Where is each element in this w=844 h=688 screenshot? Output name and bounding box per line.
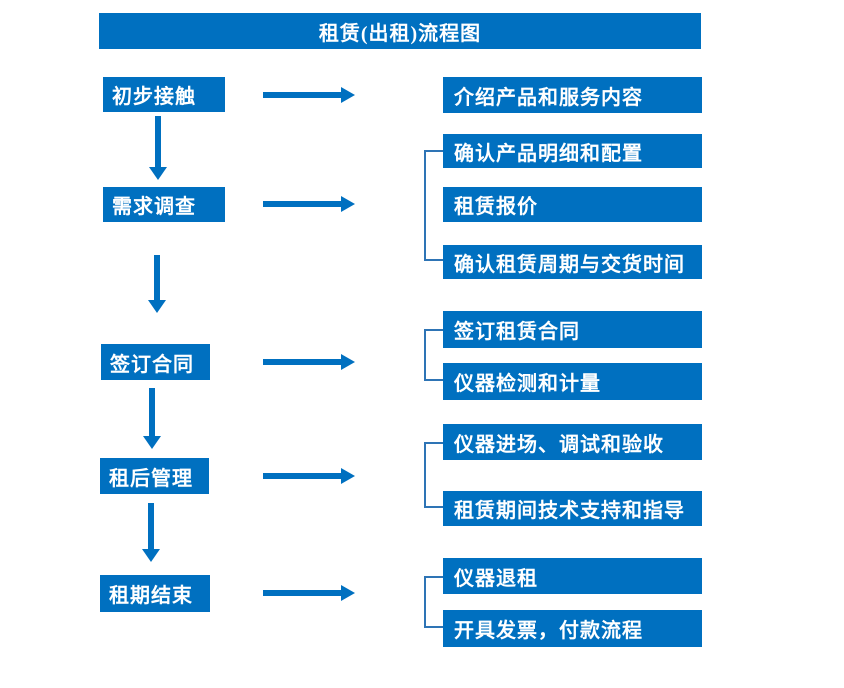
arrow-head <box>341 468 355 484</box>
arrow-right-icon <box>263 585 355 601</box>
arrow-right-icon <box>263 354 355 370</box>
arrow-shaft <box>263 92 342 98</box>
arrow-head <box>149 167 167 180</box>
arrow-head <box>341 585 355 601</box>
arrow-head <box>341 87 355 103</box>
output-box-rental-quotation: 租赁报价 <box>443 187 702 222</box>
arrow-head <box>148 300 166 313</box>
output-box-confirm-product-details: 确认产品明细和配置 <box>443 134 702 168</box>
arrow-shaft <box>263 201 342 207</box>
arrow-head <box>143 436 161 449</box>
arrow-right-icon <box>263 87 355 103</box>
stage-box-post-rental-management: 租后管理 <box>100 458 209 494</box>
arrow-down-icon <box>142 388 162 449</box>
arrow-right-icon <box>263 196 355 212</box>
arrow-shaft <box>148 503 154 549</box>
stage-box-demand-survey: 需求调查 <box>103 187 225 222</box>
arrow-down-icon <box>141 503 161 562</box>
arrow-shaft <box>149 388 155 436</box>
arrow-down-icon <box>147 255 167 313</box>
bracket-connector <box>424 150 443 261</box>
arrow-shaft <box>263 359 342 365</box>
output-box-instrument-testing-metering: 仪器检测和计量 <box>443 363 702 400</box>
bracket-connector <box>424 329 443 381</box>
arrow-shaft <box>263 590 342 596</box>
bracket-connector <box>424 442 443 508</box>
arrow-right-icon <box>263 468 355 484</box>
output-box-confirm-rental-period-delivery: 确认租赁周期与交货时间 <box>443 245 702 279</box>
output-box-technical-support-guidance: 租赁期间技术支持和指导 <box>443 491 702 526</box>
bracket-connector <box>424 576 443 628</box>
output-box-invoice-payment-process: 开具发票，付款流程 <box>443 610 702 647</box>
arrow-shaft <box>155 116 161 167</box>
stage-box-rental-end: 租期结束 <box>100 575 210 612</box>
stage-box-sign-contract: 签订合同 <box>101 344 210 380</box>
arrow-head <box>142 549 160 562</box>
output-box-sign-rental-contract: 签订租赁合同 <box>443 311 702 348</box>
output-box-instrument-return: 仪器退租 <box>443 558 702 594</box>
arrow-down-icon <box>148 116 168 180</box>
output-box-instrument-entry-debug-acceptance: 仪器进场、调试和验收 <box>443 424 702 460</box>
output-box-introduce-products-services: 介绍产品和服务内容 <box>443 77 702 113</box>
arrow-shaft <box>263 473 342 479</box>
diagram-title: 租赁(出租)流程图 <box>99 13 701 49</box>
arrow-head <box>341 196 355 212</box>
arrow-head <box>341 354 355 370</box>
arrow-shaft <box>154 255 160 300</box>
stage-box-initial-contact: 初步接触 <box>103 77 225 112</box>
